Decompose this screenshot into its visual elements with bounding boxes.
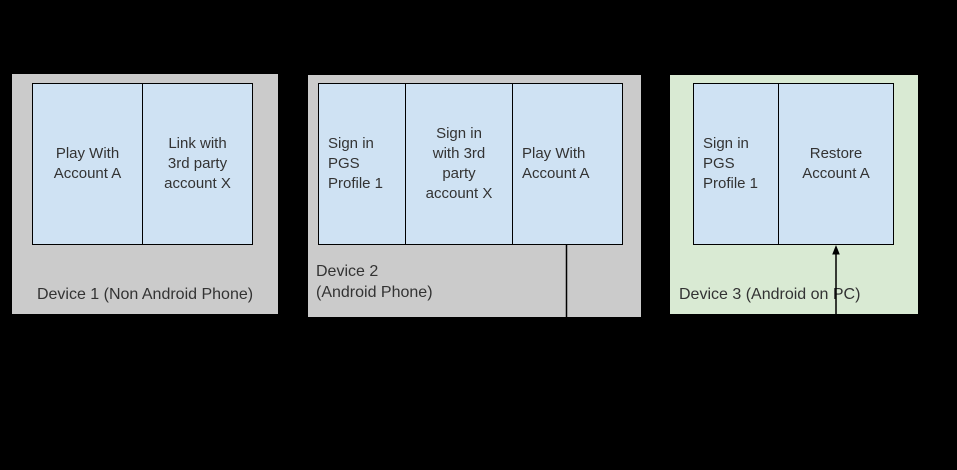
step-text: Link with 3rd party account X — [164, 135, 231, 192]
device-3-label: Device 3 (Android on PC) — [679, 286, 861, 303]
step-text: Play With Account A — [53, 145, 122, 182]
step-text: Sign in PGS Profile 1 — [328, 135, 384, 192]
step-sign-in-pgs-profile-1: Sign in PGS Profile 1 — [693, 83, 779, 245]
device-3-panel: Sign in PGS Profile 1 Restore Account A … — [670, 75, 918, 314]
device-1-panel: Play With Account A Link with 3rd party … — [12, 74, 278, 314]
device-2-steps-row: Sign in PGS Profile 1 Sign in with 3rd p… — [318, 83, 623, 245]
step-play-with-account-a: Play With Account A — [32, 83, 143, 245]
step-text: Restore Account A — [802, 145, 870, 182]
step-play-with-account-a: Play With Account A — [512, 83, 623, 245]
step-text: Sign in with 3rd party account X — [425, 125, 493, 202]
step-link-with-3rd-party-account-x: Link with 3rd party account X — [142, 83, 253, 245]
device-1-steps-row: Play With Account A Link with 3rd party … — [32, 83, 253, 245]
device-1-label: Device 1 (Non Android Phone) — [36, 286, 254, 303]
step-text: Play With Account A — [522, 145, 590, 182]
step-text: Sign in PGS Profile 1 — [703, 135, 759, 192]
step-sign-in-with-3rd-party-account-x: Sign in with 3rd party account X — [405, 83, 513, 245]
step-sign-in-pgs-profile-1: Sign in PGS Profile 1 — [318, 83, 406, 245]
step-restore-account-a: Restore Account A — [778, 83, 894, 245]
device-2-panel: Sign in PGS Profile 1 Sign in with 3rd p… — [308, 75, 641, 317]
device-3-steps-row: Sign in PGS Profile 1 Restore Account A — [693, 83, 894, 245]
device-2-label: Device 2 (Android Phone) — [316, 263, 433, 301]
